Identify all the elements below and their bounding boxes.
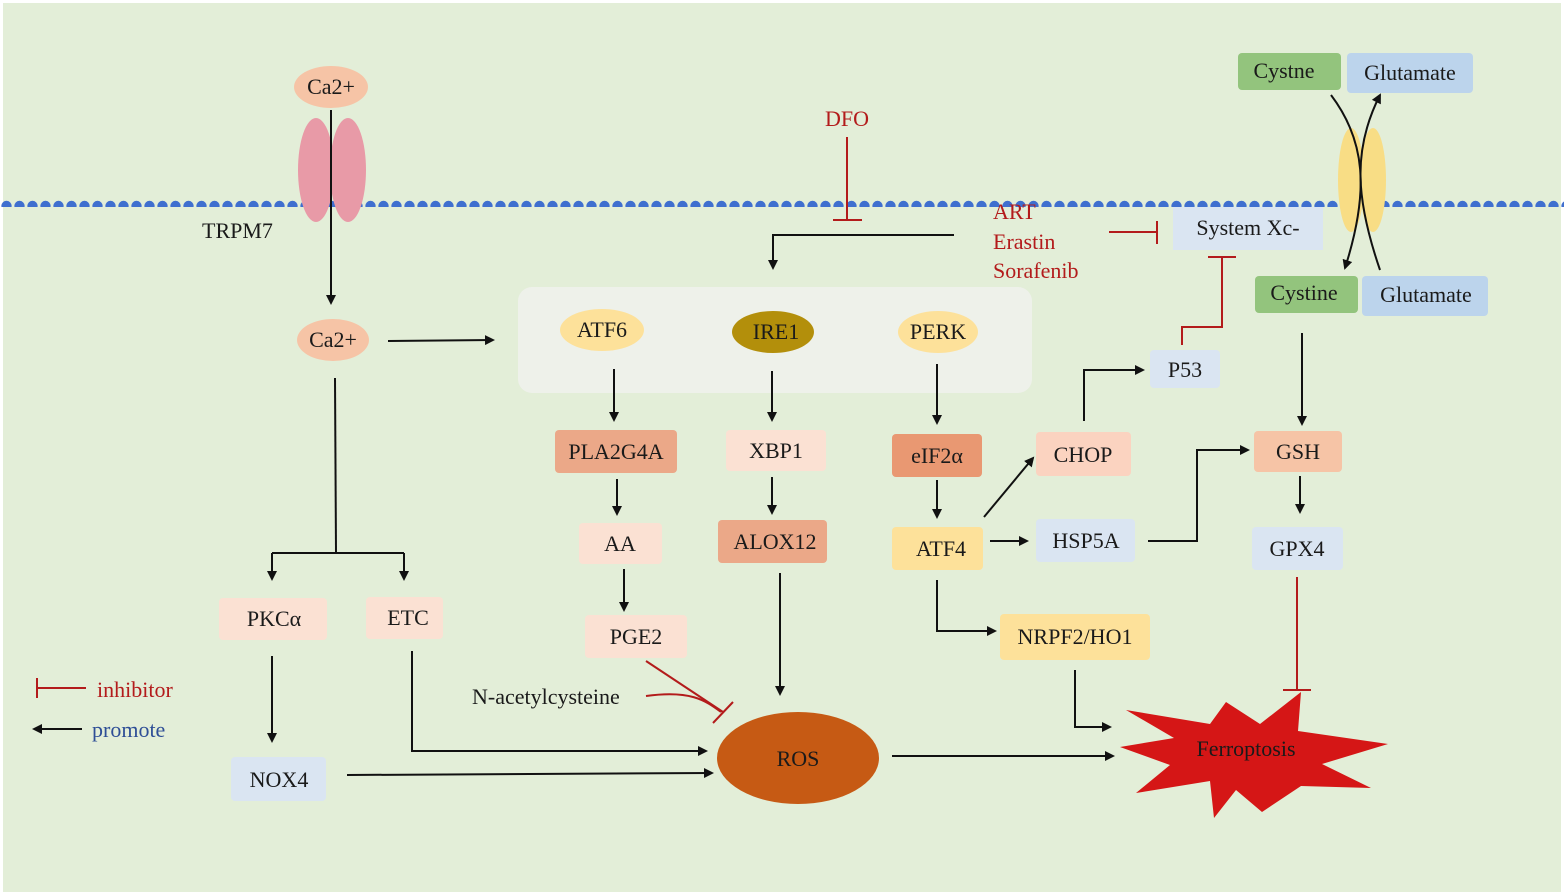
trpm7-channel [298, 118, 366, 222]
cystine-label: Cystine [1270, 280, 1337, 305]
cystne-label: Cystne [1253, 58, 1314, 83]
gpx4-label: GPX4 [1269, 536, 1324, 561]
pkca-label: PKCα [247, 606, 302, 631]
alox12-box: ALOX12 [718, 520, 827, 563]
glutamate-top-box: Glutamate [1347, 53, 1473, 93]
ros-label: ROS [777, 746, 820, 771]
xbp1-label: XBP1 [749, 438, 803, 463]
eif2a-label: eIF2α [911, 443, 963, 468]
sorafenib-label: Sorafenib [993, 258, 1079, 283]
p53-box: P53 [1150, 350, 1220, 388]
gsh-box: GSH [1254, 431, 1342, 472]
chop-box: CHOP [1036, 432, 1131, 476]
promote-arrows [267, 93, 1381, 779]
arrow-glutamate-export [1359, 93, 1381, 271]
etc-box: ETC [366, 597, 443, 639]
glutamate-top-label: Glutamate [1364, 60, 1456, 85]
erastin-label: Erastin [993, 229, 1055, 254]
inhibit-p53-systemxc [1181, 257, 1223, 345]
arrow-nrpf2-ferroptosis [1074, 670, 1112, 732]
pkca-box: PKCα [219, 598, 327, 640]
alox12-label: ALOX12 [733, 529, 816, 554]
atf4-label: ATF4 [916, 536, 966, 561]
nac-label: N-acetylcysteine [472, 684, 620, 709]
legend-promote: promote [32, 717, 165, 742]
system-xc-box: System Xc- [1173, 207, 1323, 250]
atf4-box: ATF4 [892, 527, 983, 570]
glutamate-bottom-box: Glutamate [1362, 276, 1488, 316]
ferroptosis-label: Ferroptosis [1197, 736, 1296, 761]
chop-label: CHOP [1054, 442, 1113, 467]
ca-mid-label: Ca2+ [309, 327, 357, 352]
dfo-label: DFO [825, 106, 869, 131]
cystne-box: Cystne [1238, 53, 1341, 90]
atf6-node: ATF6 [560, 309, 644, 351]
hsp5a-box: HSP5A [1036, 519, 1135, 562]
inhibit-lines [645, 137, 1311, 724]
ire1-label: IRE1 [753, 319, 799, 344]
ire1-node: IRE1 [732, 311, 814, 353]
ros-node: ROS [717, 712, 879, 804]
nox4-label: NOX4 [250, 767, 309, 792]
line-ca-down [334, 377, 337, 554]
perk-label: PERK [910, 319, 966, 344]
pge2-box: PGE2 [585, 615, 687, 658]
cell-membrane [0, 155, 1564, 207]
p53-label: P53 [1168, 357, 1202, 382]
nrpf2-label: NRPF2/HO1 [1018, 624, 1133, 649]
pge2-label: PGE2 [610, 624, 663, 649]
aa-box: AA [579, 523, 662, 564]
ca-top-label: Ca2+ [307, 74, 355, 99]
gsh-label: GSH [1276, 439, 1320, 464]
hsp5a-label: HSP5A [1052, 528, 1119, 553]
ca-top-node: Ca2+ [294, 66, 368, 108]
legend-inhibitor: inhibitor [36, 677, 173, 702]
arrow-nox4-ros [346, 768, 714, 779]
art-label: ART [993, 199, 1036, 224]
aa-label: AA [604, 531, 636, 556]
perk-node: PERK [898, 311, 978, 353]
arrow-etc-ros [411, 651, 708, 756]
pla2g4a-box: PLA2G4A [555, 430, 677, 473]
cystine-box: Cystine [1255, 276, 1358, 313]
arrow-drugs-to-er [768, 234, 954, 270]
arrow-chop-p53 [1083, 365, 1145, 421]
ferroptosis-node: Ferroptosis [1120, 692, 1388, 818]
nrpf2-box: NRPF2/HO1 [1000, 614, 1150, 660]
arrow-atf4-chop [983, 456, 1035, 518]
legend-inhibitor-label: inhibitor [97, 677, 173, 702]
xbp1-box: XBP1 [726, 430, 826, 471]
arrow-ca-to-er [387, 335, 495, 346]
system-xc-label: System Xc- [1196, 215, 1299, 240]
gpx4-box: GPX4 [1252, 527, 1343, 570]
arrow-hsp5a-gsh [1148, 445, 1250, 542]
nox4-box: NOX4 [231, 757, 326, 801]
pla2g4a-label: PLA2G4A [568, 439, 663, 464]
eif2a-box: eIF2α [892, 434, 982, 477]
ca-mid-node: Ca2+ [297, 319, 369, 361]
glutamate-bottom-label: Glutamate [1380, 282, 1472, 307]
arrow-atf4-nrpf2 [936, 580, 997, 636]
atf6-label: ATF6 [577, 317, 627, 342]
etc-label: ETC [387, 605, 429, 630]
trpm7-label: TRPM7 [202, 218, 273, 243]
legend: inhibitor promote [32, 677, 173, 742]
legend-promote-label: promote [92, 717, 165, 742]
inhibit-nac-ros [645, 693, 722, 713]
